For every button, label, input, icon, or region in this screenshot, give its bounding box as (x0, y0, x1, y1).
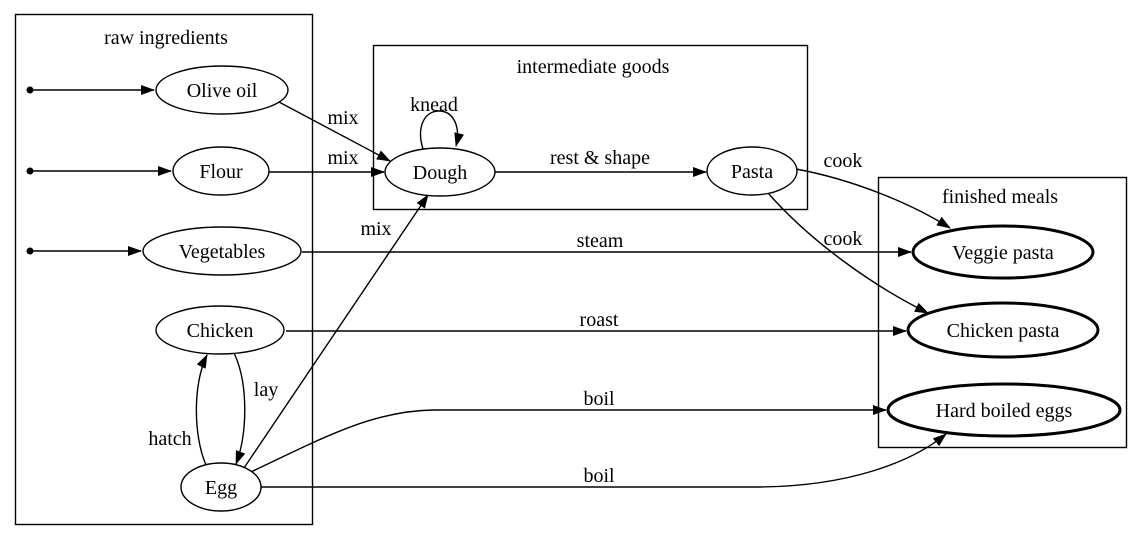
node-veggie-pasta-shape (911, 224, 1095, 280)
node-pasta-shape (706, 146, 798, 196)
node-vegetables: Vegetables (142, 226, 302, 276)
node-hard-boiled-eggs-shape (886, 382, 1122, 438)
edge-label-mix-flour: mix (327, 147, 358, 169)
cluster-raw-ingredients-box (14, 13, 314, 526)
cluster-finished-meals-label: finished meals (942, 186, 1058, 208)
node-egg: Egg (180, 462, 262, 512)
node-veggie-pasta-label: Veggie pasta (952, 242, 1054, 264)
cluster-raw-ingredients-label: raw ingredients (104, 27, 228, 49)
edge-olive-oil-dough (278, 101, 391, 162)
edge-label-roast: roast (580, 309, 619, 331)
node-dough-shape (384, 147, 496, 197)
edge-chicken-egg-lay (233, 352, 246, 465)
node-olive-oil-label: Olive oil (187, 80, 258, 102)
node-veggie-pasta: Veggie pasta (911, 224, 1095, 280)
node-dough-label: Dough (413, 162, 467, 184)
node-dough: Dough (384, 147, 496, 197)
node-flour: Flour (172, 146, 270, 196)
node-egg-label: Egg (205, 477, 237, 499)
edge-label-boil-bottom: boil (583, 465, 615, 487)
start-dot-olive-oil (26, 86, 34, 94)
node-olive-oil-shape (155, 65, 289, 115)
start-dot-flour (26, 167, 34, 175)
edge-label-rest-shape: rest & shape (550, 147, 650, 169)
start-dot-vegetables (26, 247, 34, 255)
edge-egg-hard-boiled-eggs-bottom (260, 433, 947, 488)
cluster-intermediate-goods-box (372, 44, 809, 211)
node-olive-oil: Olive oil (155, 65, 289, 115)
node-chicken-pasta-shape (906, 301, 1100, 359)
node-hard-boiled-eggs: Hard boiled eggs (886, 382, 1122, 438)
node-pasta-label: Pasta (731, 161, 773, 183)
edge-label-boil-top: boil (583, 388, 615, 410)
node-vegetables-shape (142, 226, 302, 276)
edge-egg-chicken-hatch (195, 354, 208, 466)
edge-label-cook-veggie: cook (824, 150, 863, 172)
edge-egg-hard-boiled-eggs-top (250, 405, 887, 473)
edge-pasta-chicken-pasta (767, 192, 929, 314)
node-flour-shape (172, 146, 270, 196)
edge-label-mix-egg: mix (360, 218, 391, 240)
cluster-finished-meals-box (877, 176, 1128, 449)
node-vegetables-label: Vegetables (179, 241, 266, 263)
node-chicken: Chicken (155, 305, 285, 355)
edge-label-lay: lay (254, 379, 278, 401)
edge-pasta-veggie-pasta (795, 168, 951, 229)
edge-dough-knead-self-loop (419, 110, 464, 150)
edge-label-steam: steam (577, 230, 624, 252)
node-flour-label: Flour (199, 161, 243, 183)
edge-label-cook-chicken: cook (824, 228, 863, 250)
edge-label-knead: knead (410, 94, 458, 116)
node-pasta: Pasta (706, 146, 798, 196)
node-chicken-pasta-label: Chicken pasta (947, 320, 1060, 342)
node-chicken-shape (155, 305, 285, 355)
cluster-intermediate-goods-label: intermediate goods (517, 56, 670, 78)
edge-label-mix-olive-oil: mix (327, 107, 358, 129)
node-hard-boiled-eggs-label: Hard boiled eggs (936, 400, 1073, 422)
node-egg-shape (180, 462, 262, 512)
node-chicken-label: Chicken (187, 320, 254, 342)
node-chicken-pasta: Chicken pasta (906, 301, 1100, 359)
edge-label-hatch: hatch (148, 428, 191, 450)
